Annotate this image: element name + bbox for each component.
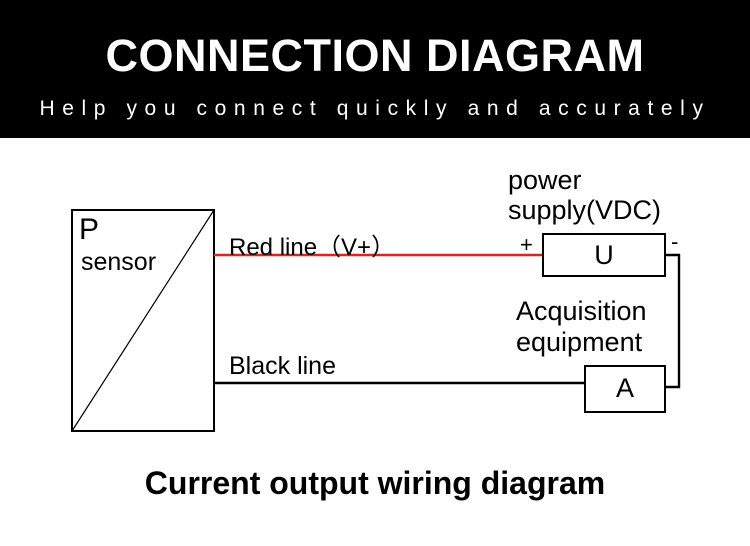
power-supply-box xyxy=(542,233,666,277)
acquisition-label-line1: Acquisition xyxy=(516,296,647,326)
black-line-label: Black line xyxy=(229,352,336,380)
acquisition-symbol: A xyxy=(615,373,634,403)
minus-terminal-label: - xyxy=(671,229,679,254)
plus-terminal-label: + xyxy=(520,232,533,257)
power-supply-label-line1: power xyxy=(508,165,582,195)
sensor-diagonal xyxy=(71,209,215,432)
page-subtitle: Help you connect quickly and accurately xyxy=(39,97,711,120)
acquisition-label-line2: equipment xyxy=(516,327,643,357)
power-supply-symbol: U xyxy=(594,240,614,270)
red-line-label: Red line（V+） xyxy=(229,234,396,261)
return-wire xyxy=(665,253,681,389)
sensor-label: sensor xyxy=(81,248,157,276)
acquisition-box xyxy=(584,365,666,413)
sensor-symbol: P xyxy=(79,213,100,246)
diagram-caption: Current output wiring diagram xyxy=(144,465,606,501)
power-supply-label-line2: supply(VDC) xyxy=(508,195,662,225)
header-banner: CONNECTION DIAGRAM Help you connect quic… xyxy=(0,0,750,138)
page-title: CONNECTION DIAGRAM xyxy=(105,30,645,81)
